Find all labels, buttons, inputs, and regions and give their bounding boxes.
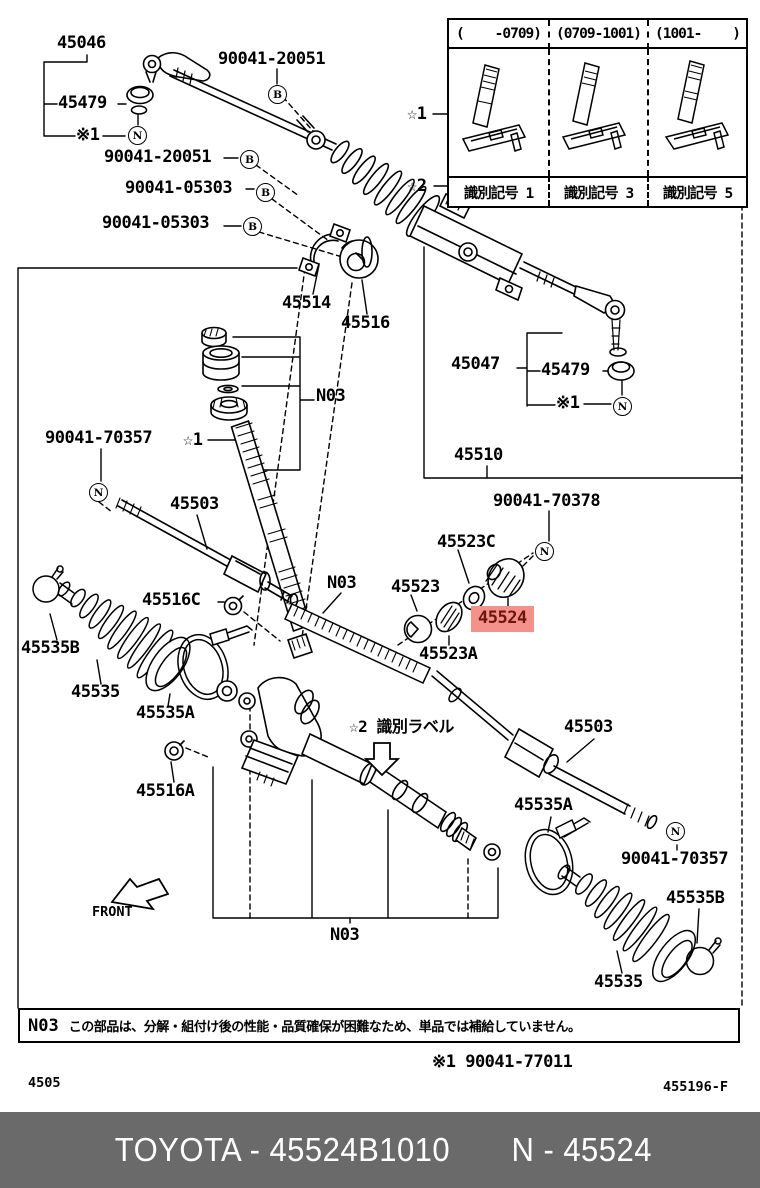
- splined-shaft-drawing: [230, 419, 312, 633]
- rack-variant-thumb: [548, 49, 647, 176]
- part-label-45514[interactable]: 45514: [282, 293, 331, 313]
- note-ref-n03-bottom: N03: [330, 925, 360, 945]
- part-label-45523[interactable]: 45523: [391, 577, 440, 597]
- part-label-45516[interactable]: 45516: [341, 313, 390, 333]
- marker-star2-identification-label: ☆2 識別ラベル: [349, 717, 454, 736]
- note-ref-n03-upper: N03: [316, 386, 346, 406]
- bolt-badge-icon: B: [256, 183, 275, 202]
- rack-teeth-drawing: [284, 603, 514, 741]
- part-label-45523C[interactable]: 45523C: [437, 532, 496, 552]
- wire-clamp-45535B-right-drawing: [685, 937, 722, 976]
- tie-rod-end-left-drawing: [126, 51, 211, 115]
- band-clamp-45535A-left-drawing: [177, 625, 253, 700]
- part-label-45535-right[interactable]: 45535: [594, 972, 643, 992]
- footnote-ref1-part: ※1 90041-77011: [432, 1052, 573, 1072]
- boot-right-drawing: [557, 864, 696, 983]
- nut-badge-icon: N: [666, 822, 685, 841]
- part-label-45503-left[interactable]: 45503: [170, 494, 219, 514]
- part-label-45510[interactable]: 45510: [454, 445, 503, 465]
- part-label-45047[interactable]: 45047: [451, 354, 500, 374]
- variant-period-header: ( -0709): [449, 20, 548, 49]
- part-label-45523A[interactable]: 45523A: [419, 644, 478, 664]
- tie-rod-end-right-drawing: [573, 284, 635, 381]
- part-label-90041-20051-b[interactable]: 90041-20051: [104, 147, 212, 167]
- nut-badge-icon: N: [613, 397, 632, 416]
- part-label-90041-05303-b[interactable]: 90041-05303: [102, 213, 210, 233]
- variant-period-header: (1001- ): [647, 20, 746, 49]
- part-label-90041-70357-right[interactable]: 90041-70357: [621, 849, 729, 869]
- variant-id-label: 識別記号 5: [647, 176, 746, 206]
- variant-table: ( -0709) (0709-1001) (1001- ) 識別記号 1 識別記…: [447, 18, 748, 208]
- part-label-45046[interactable]: 45046: [57, 33, 106, 53]
- rack-variant-thumb: [647, 49, 746, 176]
- part-label-90041-70378[interactable]: 90041-70378: [493, 491, 601, 511]
- note-text: この部品は、分解・組付け後の性能・品質確保が困難なため、単品では補給していません…: [68, 1020, 581, 1035]
- note-ref-n03-center: N03: [327, 573, 357, 593]
- rack-variant-thumb: [449, 49, 548, 176]
- front-arrow-icon: [110, 877, 170, 911]
- bolt-badge-icon: B: [240, 150, 259, 169]
- part-label-90041-05303-a[interactable]: 90041-05303: [125, 178, 233, 198]
- footer-part-number: TOYOTA - 45524B1010: [114, 1131, 450, 1168]
- part-label-45479-left[interactable]: 45479: [58, 93, 107, 113]
- marker-star1-shaft: ☆1: [183, 430, 203, 450]
- variant-id-label: 識別記号 3: [548, 176, 647, 206]
- marker-ref1-right: ※1: [556, 393, 580, 413]
- bolt-badge-icon: B: [243, 217, 262, 236]
- part-label-90041-20051-a[interactable]: 90041-20051: [218, 49, 326, 69]
- footer-ref-number: N - 45524: [511, 1131, 652, 1168]
- marker-ref1-left: ※1: [76, 125, 100, 145]
- part-label-45516A[interactable]: 45516A: [136, 781, 195, 801]
- clamp-45514-drawing: [297, 222, 352, 278]
- column-parts-drawing: [201, 326, 248, 421]
- table-row-marker-star2: ☆2: [407, 176, 427, 196]
- nut-badge-icon: N: [89, 483, 108, 502]
- ring-45516C-drawing: [223, 595, 244, 616]
- rack-end-left-drawing: [115, 497, 299, 607]
- part-label-45503-right[interactable]: 45503: [564, 717, 613, 737]
- leader-lines: [17, 54, 743, 1009]
- pinion-housing-drawing: [164, 632, 501, 861]
- band-clamp-45535A-right-drawing: [524, 817, 591, 896]
- identification-label-arrow-icon: [363, 742, 401, 777]
- part-label-45535B-left[interactable]: 45535B: [21, 638, 80, 658]
- note-code: N03: [28, 1015, 59, 1036]
- figure-code: 455196-F: [663, 1079, 729, 1095]
- spring-cap-parts-drawing: [403, 557, 525, 644]
- part-label-90041-70357-left[interactable]: 90041-70357: [45, 428, 153, 448]
- nut-badge-icon: N: [128, 126, 147, 145]
- dashed-lines: [98, 96, 743, 1007]
- table-row-marker-star1: ☆1: [407, 104, 427, 124]
- front-direction-label: FRONT: [92, 904, 133, 920]
- rack-end-right-drawing: [503, 727, 658, 830]
- part-label-45524-highlighted[interactable]: 45524: [471, 606, 534, 632]
- part-label-45535A-right[interactable]: 45535A: [514, 795, 573, 815]
- bushing-45516-drawing: [339, 236, 379, 279]
- part-label-45516C[interactable]: 45516C: [142, 590, 201, 610]
- footer-bar: TOYOTA - 45524B1010 N - 45524: [0, 1112, 760, 1188]
- part-label-45535B-right[interactable]: 45535B: [666, 888, 725, 908]
- bolt-badge-icon: B: [268, 85, 287, 104]
- note-box: N03 この部品は、分解・組付け後の性能・品質確保が困難なため、単品では補給して…: [18, 1008, 740, 1043]
- nut-badge-icon: N: [535, 542, 554, 561]
- page-code-left: 4505: [28, 1075, 61, 1091]
- wire-clamp-45535B-left-drawing: [32, 565, 64, 603]
- part-label-45535A-left[interactable]: 45535A: [136, 703, 195, 723]
- part-label-45535-left[interactable]: 45535: [71, 682, 120, 702]
- variant-id-label: 識別記号 1: [449, 176, 548, 206]
- variant-period-header: (0709-1001): [548, 20, 647, 49]
- part-label-45479-right[interactable]: 45479: [541, 360, 590, 380]
